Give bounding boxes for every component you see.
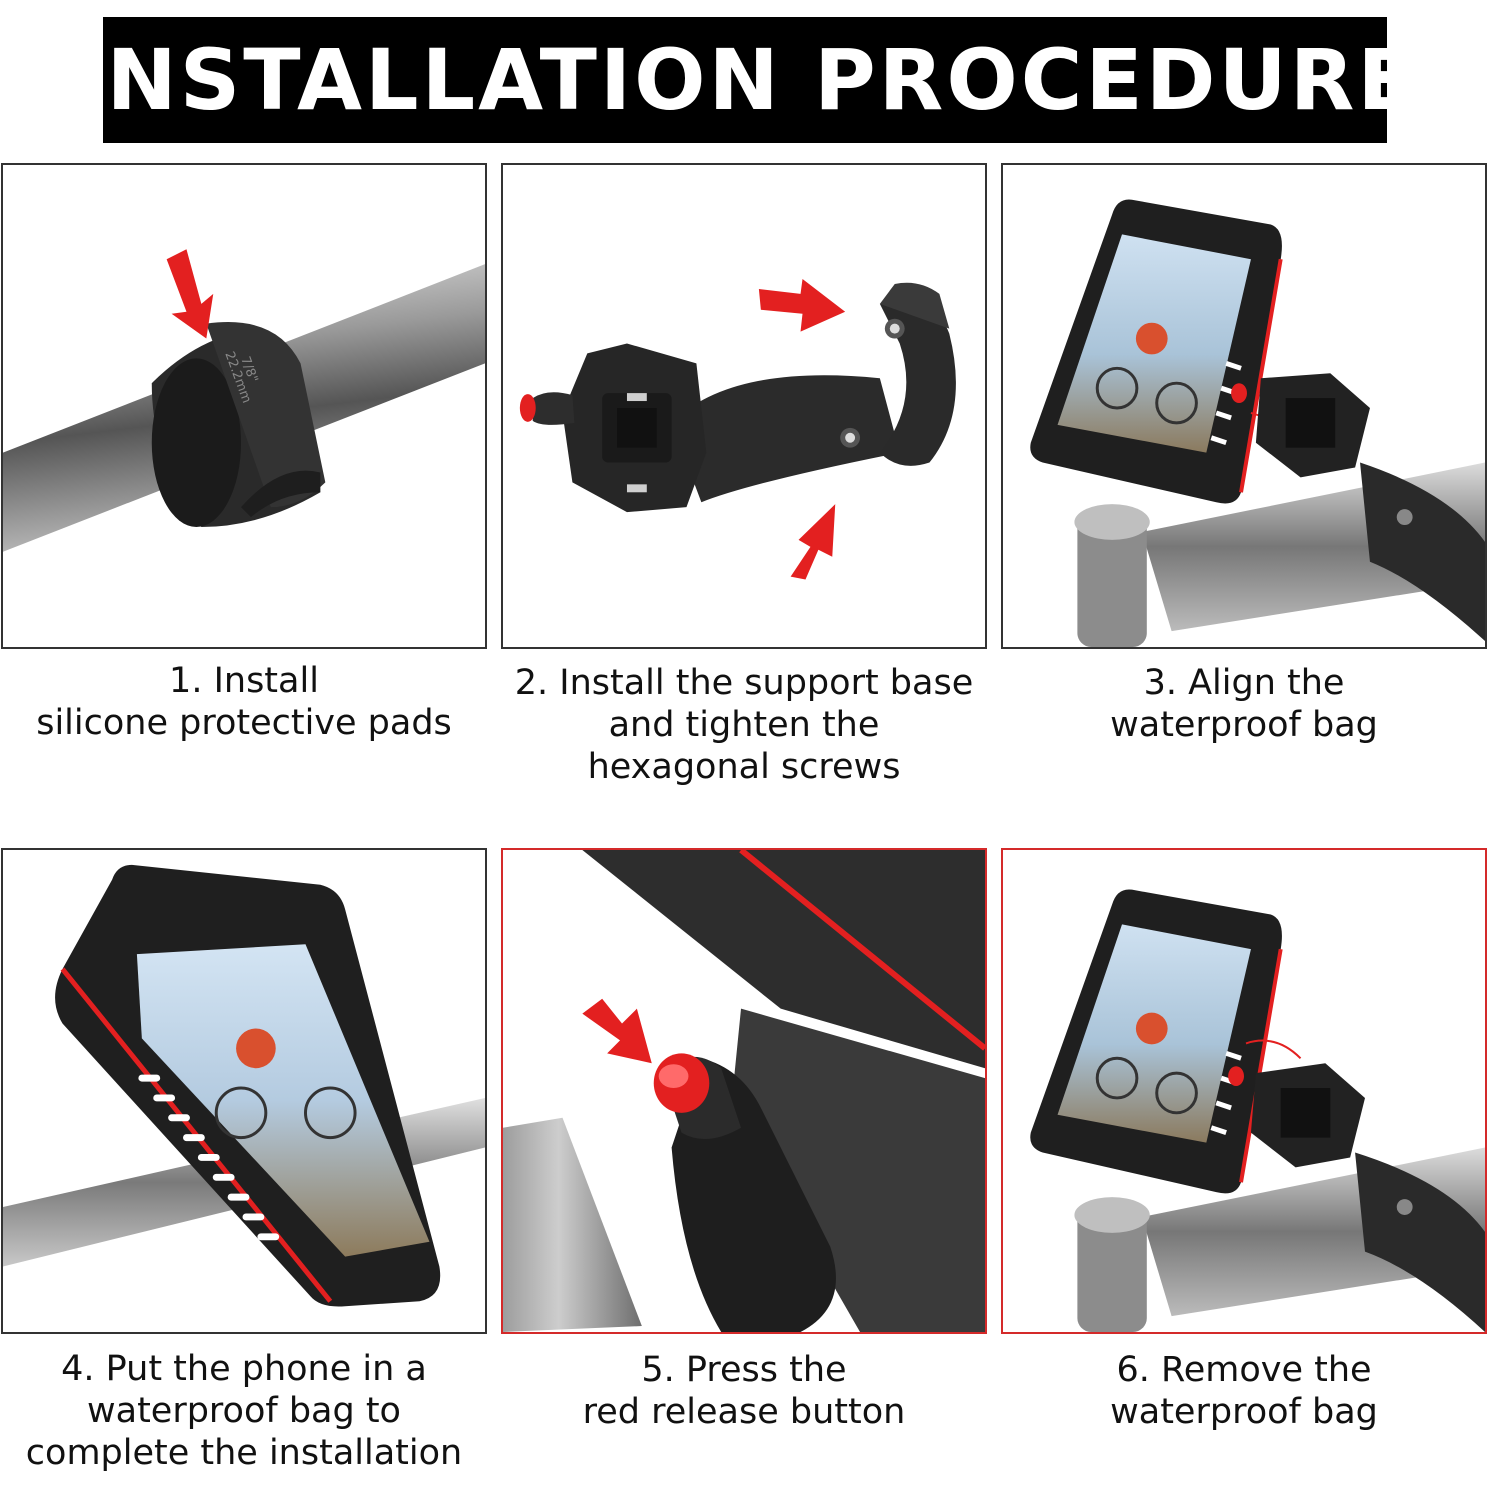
title-banner: INSTALLATION PROCEDURE [72, 17, 1415, 143]
step-3-image [1001, 163, 1487, 649]
align-bag-illustration [1030, 199, 1485, 647]
mount-arm [671, 375, 900, 503]
step-6-image [1001, 848, 1487, 1334]
step-6-caption: 6. Remove the waterproof bag [1110, 1350, 1378, 1432]
remove-bag-illustration [1030, 889, 1485, 1332]
step-3-caption: 3. Align the waterproof bag [1110, 663, 1378, 745]
red-arrow-icon [166, 249, 214, 339]
page-title: INSTALLATION PROCEDURE [72, 31, 1418, 129]
phone-screen [136, 944, 430, 1257]
step-1-image: 7/8" 22.2mm [1, 163, 487, 649]
remove-arrow-icon [1245, 1039, 1302, 1059]
red-arrow-icon [790, 504, 836, 580]
step-1-caption: 1. Install silicone protective pads [36, 661, 452, 743]
red-arrow-icon [758, 279, 846, 332]
red-arrow-icon [582, 998, 652, 1064]
step-4-image [1, 848, 487, 1334]
handlebar-clamp [879, 298, 956, 466]
step-4-caption: 4. Put the phone in a waterproof bag to … [25, 1349, 463, 1473]
installed-bag-illustration [3, 864, 485, 1307]
release-button [519, 394, 536, 422]
silicone-pad-illustration: 7/8" 22.2mm [3, 249, 485, 552]
step-2-image [501, 163, 987, 649]
step-5-caption: 5. Press the red release button [582, 1350, 906, 1432]
step-5-image [501, 848, 987, 1334]
step-2-caption: 2. Install the support base and tighten … [514, 663, 974, 787]
support-base-illustration [519, 279, 956, 580]
release-button-illustration [503, 850, 985, 1332]
